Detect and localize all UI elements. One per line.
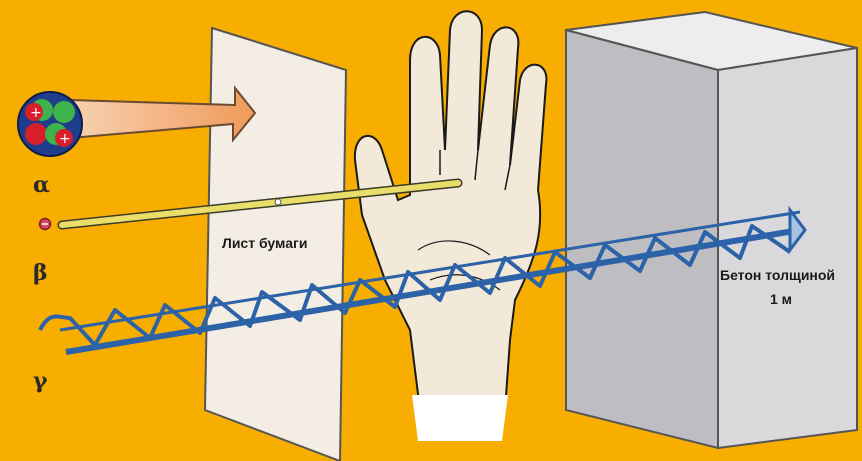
alpha-label: α [33, 172, 50, 198]
proton [25, 123, 47, 145]
svg-text:+: + [30, 105, 42, 121]
concrete-label-line2: 1 м [770, 291, 792, 307]
concrete-block-side [566, 30, 718, 448]
paper-label: Лист бумаги [222, 235, 307, 251]
svg-text:+: + [59, 131, 71, 147]
concrete-block [566, 12, 857, 448]
beta-label: β [33, 260, 48, 286]
gamma-label: γ [33, 368, 48, 394]
hand [355, 11, 547, 441]
alpha-nucleus: + + [18, 92, 82, 156]
concrete-label-line1: Бетон толщиной [720, 267, 835, 283]
proton [53, 101, 75, 123]
